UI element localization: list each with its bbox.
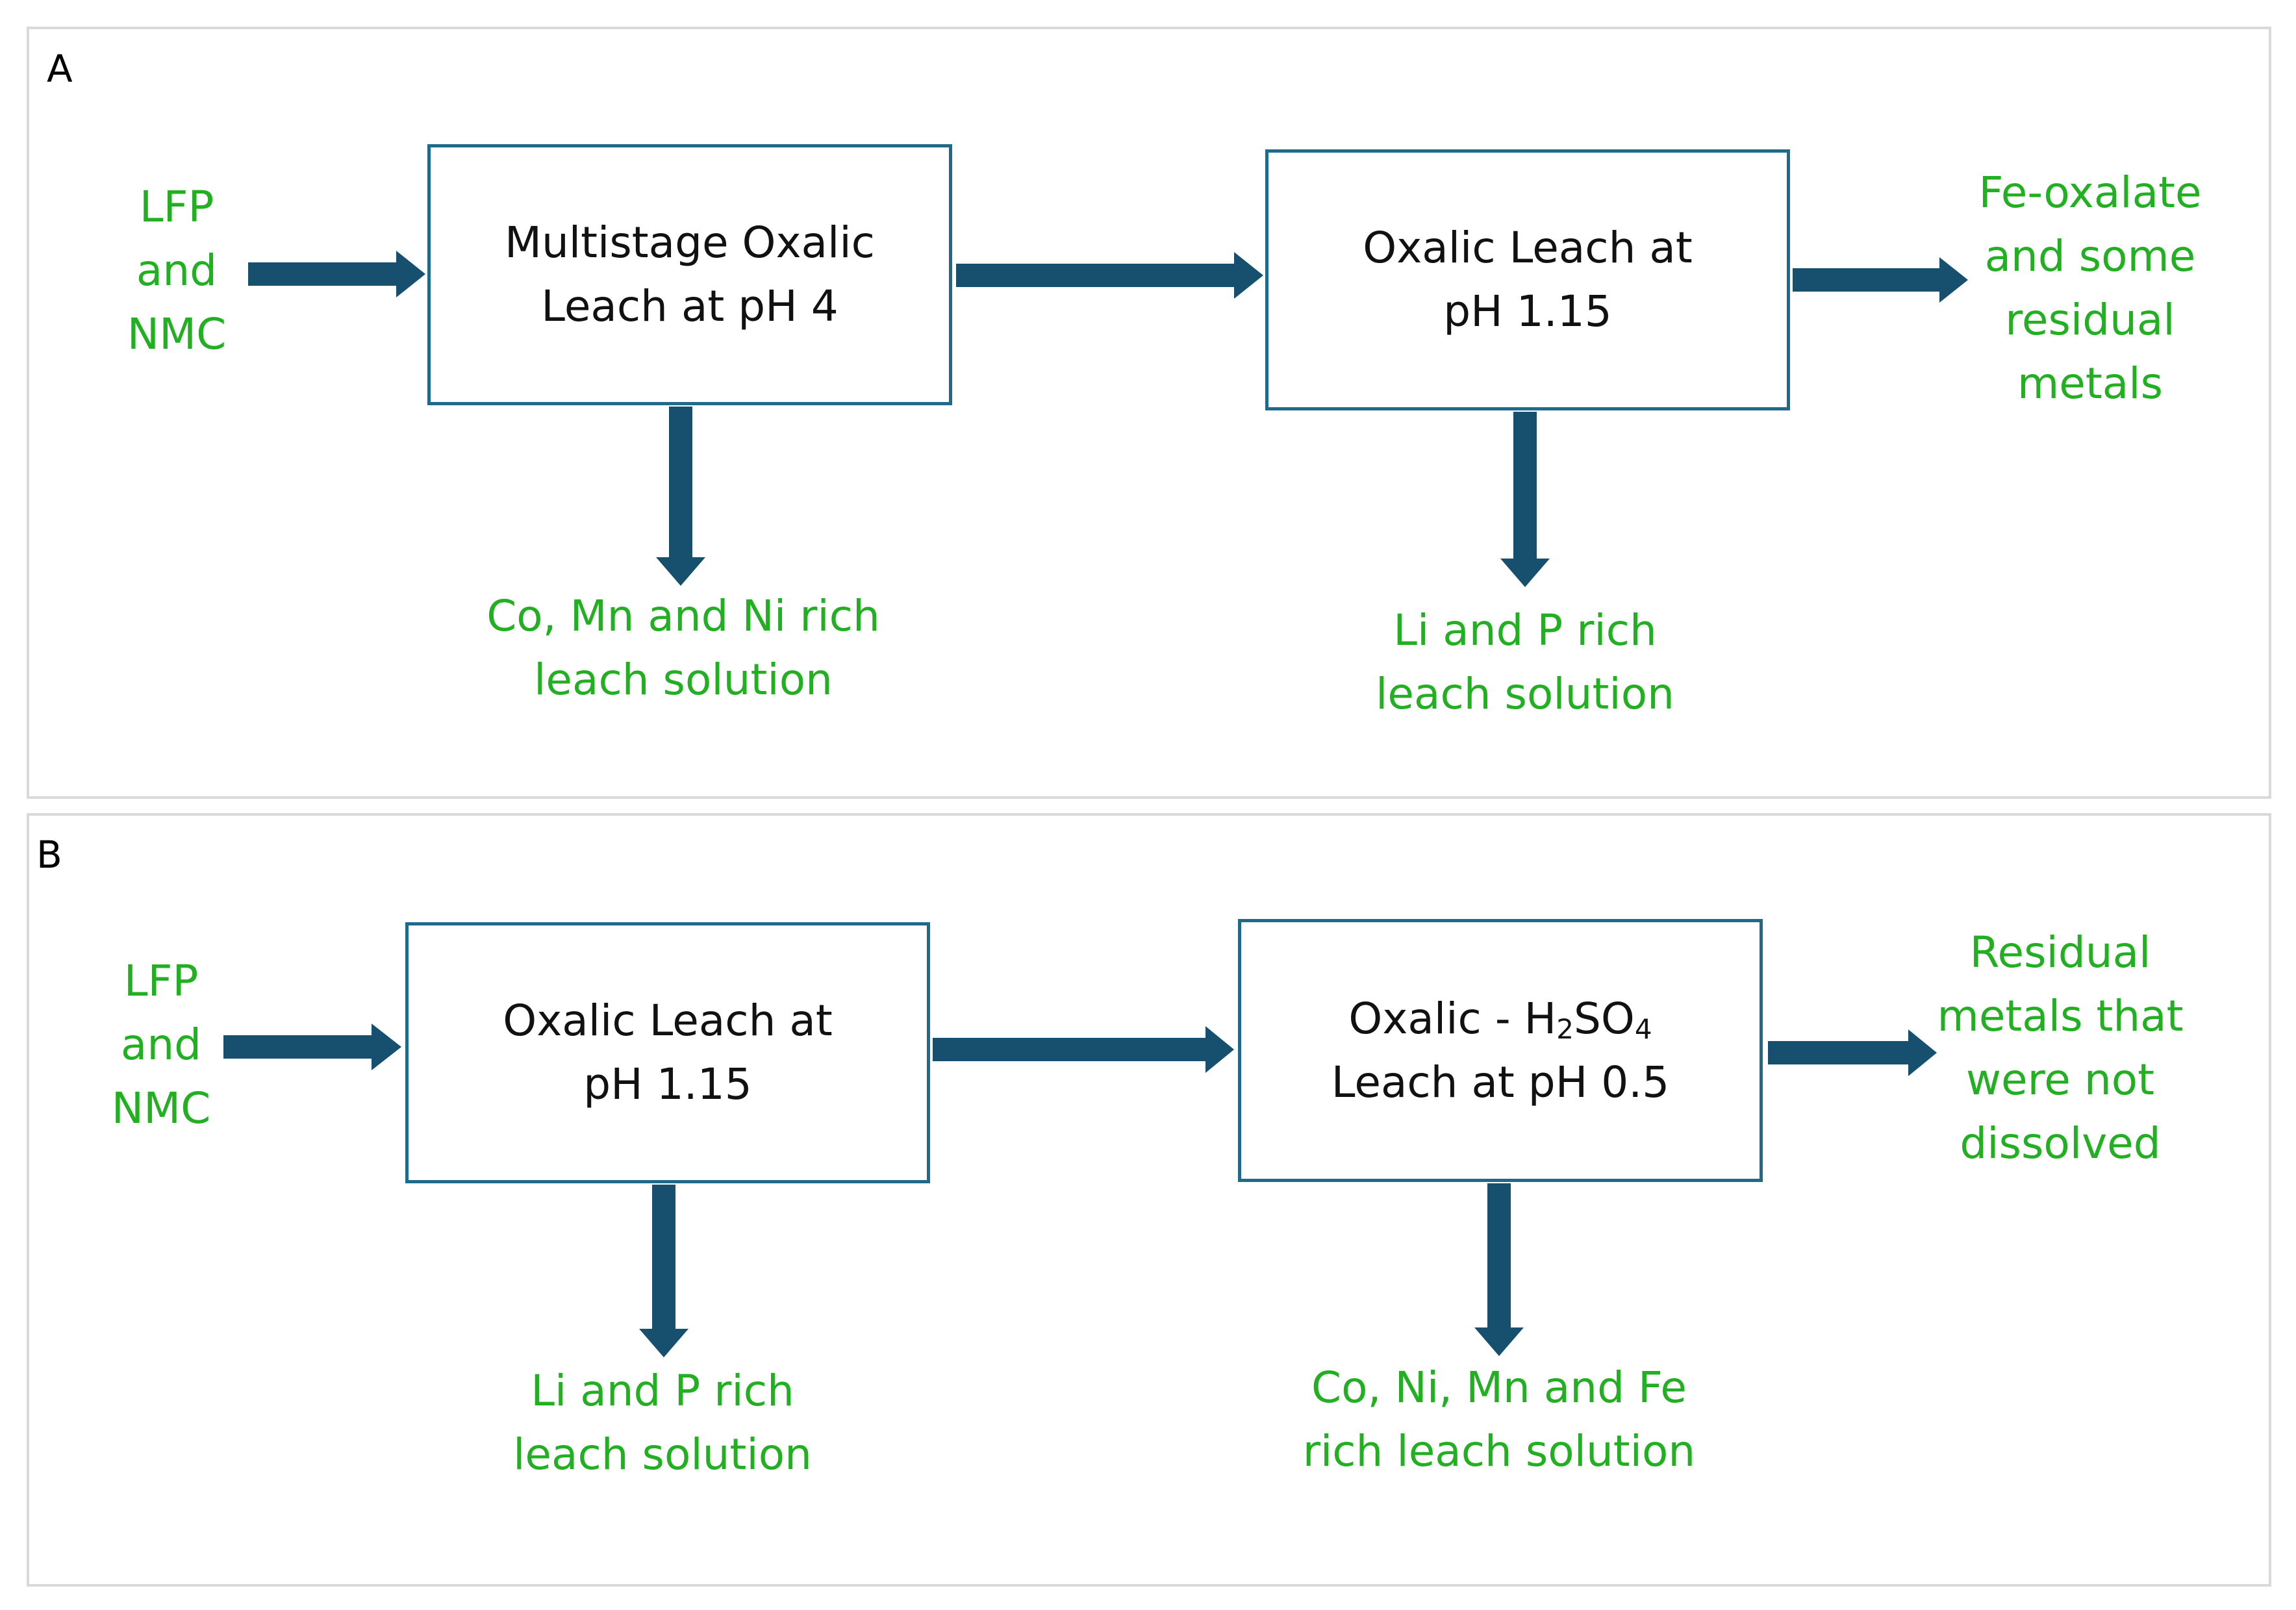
b-box2-line2: Leach at pH 0.5: [1331, 1057, 1670, 1107]
b-box2-line1: Oxalic - H2SO4: [1348, 993, 1652, 1045]
panel-b-label: B: [36, 833, 62, 877]
b-box-oxalic-h2so4-leach: Oxalic - H2SO4 Leach at pH 0.5: [1238, 919, 1763, 1182]
panel-b: [27, 813, 2271, 1587]
panel-a: [27, 27, 2271, 799]
panel-a-label: A: [47, 47, 73, 91]
